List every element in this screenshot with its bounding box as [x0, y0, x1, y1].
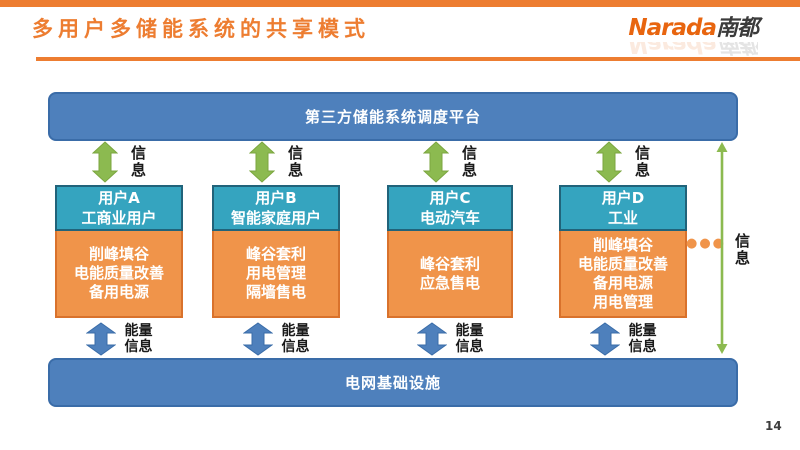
energy-info-label: 能量信息	[455, 322, 484, 355]
logo-text: Narada南都	[628, 15, 759, 42]
feature-item: 电能质量改善	[73, 264, 164, 282]
energy-double-arrow-icon	[416, 321, 447, 356]
user-id: 用户D	[601, 189, 645, 207]
feature-item: 电能质量改善	[577, 254, 668, 273]
user-b-header: 用户B 智能家庭用户	[212, 185, 340, 231]
user-column-d: 用户D 工业 削峰填谷 电能质量改善 备用电源 用电管理	[559, 185, 687, 318]
user-id: 用户A	[98, 189, 140, 207]
right-info-label: 信息	[733, 233, 751, 267]
feature-item: 用电管理	[245, 264, 306, 282]
user-type: 工业	[607, 209, 638, 227]
user-c-header: 用户C 电动汽车	[387, 185, 513, 231]
info-double-arrow-icon	[92, 140, 118, 183]
title-underline	[36, 57, 800, 61]
energy-double-arrow-icon	[589, 321, 620, 356]
feature-item: 削峰填谷	[88, 245, 149, 263]
info-arrow-group-user-c: 信息	[387, 140, 513, 183]
logo-reflection: Narada南都	[628, 42, 758, 56]
energy-arrow-group-user-b: 能量信息	[212, 320, 340, 357]
user-d-features: 削峰填谷 电能质量改善 备用电源 用电管理	[559, 231, 687, 318]
feature-item: 备用电源	[592, 273, 653, 292]
right-info-double-arrow-icon	[716, 142, 728, 354]
feature-item: 削峰填谷	[592, 235, 653, 254]
top-accent-strip	[0, 0, 800, 7]
user-column-b: 用户B 智能家庭用户 峰谷套利 用电管理 隔墙售电	[212, 185, 340, 318]
feature-item: 用电管理	[592, 292, 653, 311]
feature-item: 应急售电	[419, 273, 480, 292]
info-arrow-group-user-b: 信息	[212, 140, 340, 183]
page-number: 14	[765, 419, 782, 433]
logo-brand-cn: 南都	[715, 16, 759, 41]
energy-double-arrow-icon	[242, 321, 273, 356]
energy-arrow-group-user-c: 能量信息	[387, 320, 513, 357]
user-column-a: 用户A 工商业用户 削峰填谷 电能质量改善 备用电源	[55, 185, 183, 318]
feature-item: 隔墙售电	[245, 283, 306, 301]
info-arrow-group-user-a: 信息	[55, 140, 183, 183]
energy-info-label: 能量信息	[124, 322, 153, 355]
user-column-c: 用户C 电动汽车 峰谷套利 应急售电	[387, 185, 513, 318]
energy-arrow-group-user-d: 能量信息	[559, 320, 687, 357]
info-double-arrow-icon	[249, 140, 275, 183]
narada-logo: Narada南都 Narada南都	[628, 15, 759, 56]
user-a-features: 削峰填谷 电能质量改善 备用电源	[55, 231, 183, 318]
feature-item: 峰谷套利	[245, 245, 306, 263]
user-type: 智能家庭用户	[230, 209, 321, 227]
feature-item: 峰谷套利	[419, 254, 480, 273]
user-type: 电动汽车	[419, 209, 480, 227]
energy-arrow-group-user-a: 能量信息	[55, 320, 183, 357]
energy-info-label: 能量信息	[281, 322, 310, 355]
dispatch-platform-bar: 第三方储能系统调度平台	[48, 92, 738, 141]
feature-item: 备用电源	[88, 283, 149, 301]
user-d-header: 用户D 工业	[559, 185, 687, 231]
user-id: 用户C	[429, 189, 471, 207]
user-b-features: 峰谷套利 用电管理 隔墙售电	[212, 231, 340, 318]
energy-info-label: 能量信息	[628, 322, 657, 355]
user-c-features: 峰谷套利 应急售电	[387, 231, 513, 318]
info-label: 信息	[633, 144, 651, 179]
dispatch-platform-label: 第三方储能系统调度平台	[304, 108, 481, 126]
info-label: 信息	[129, 144, 147, 179]
info-double-arrow-icon	[423, 140, 449, 183]
energy-double-arrow-icon	[85, 321, 116, 356]
info-arrow-group-user-d: 信息	[559, 140, 687, 183]
slide-title: 多用户多储能系统的共享模式	[32, 17, 370, 41]
user-type: 工商业用户	[81, 209, 157, 227]
user-a-header: 用户A 工商业用户	[55, 185, 183, 231]
more-users-ellipsis: ●●●	[686, 236, 727, 251]
grid-infrastructure-label: 电网基础设施	[344, 374, 441, 392]
logo-brand-en: Narada	[628, 15, 717, 41]
user-id: 用户B	[255, 189, 297, 207]
info-label: 信息	[286, 144, 304, 179]
info-double-arrow-icon	[596, 140, 622, 183]
info-label: 信息	[460, 144, 478, 179]
grid-infrastructure-bar: 电网基础设施	[48, 358, 738, 407]
